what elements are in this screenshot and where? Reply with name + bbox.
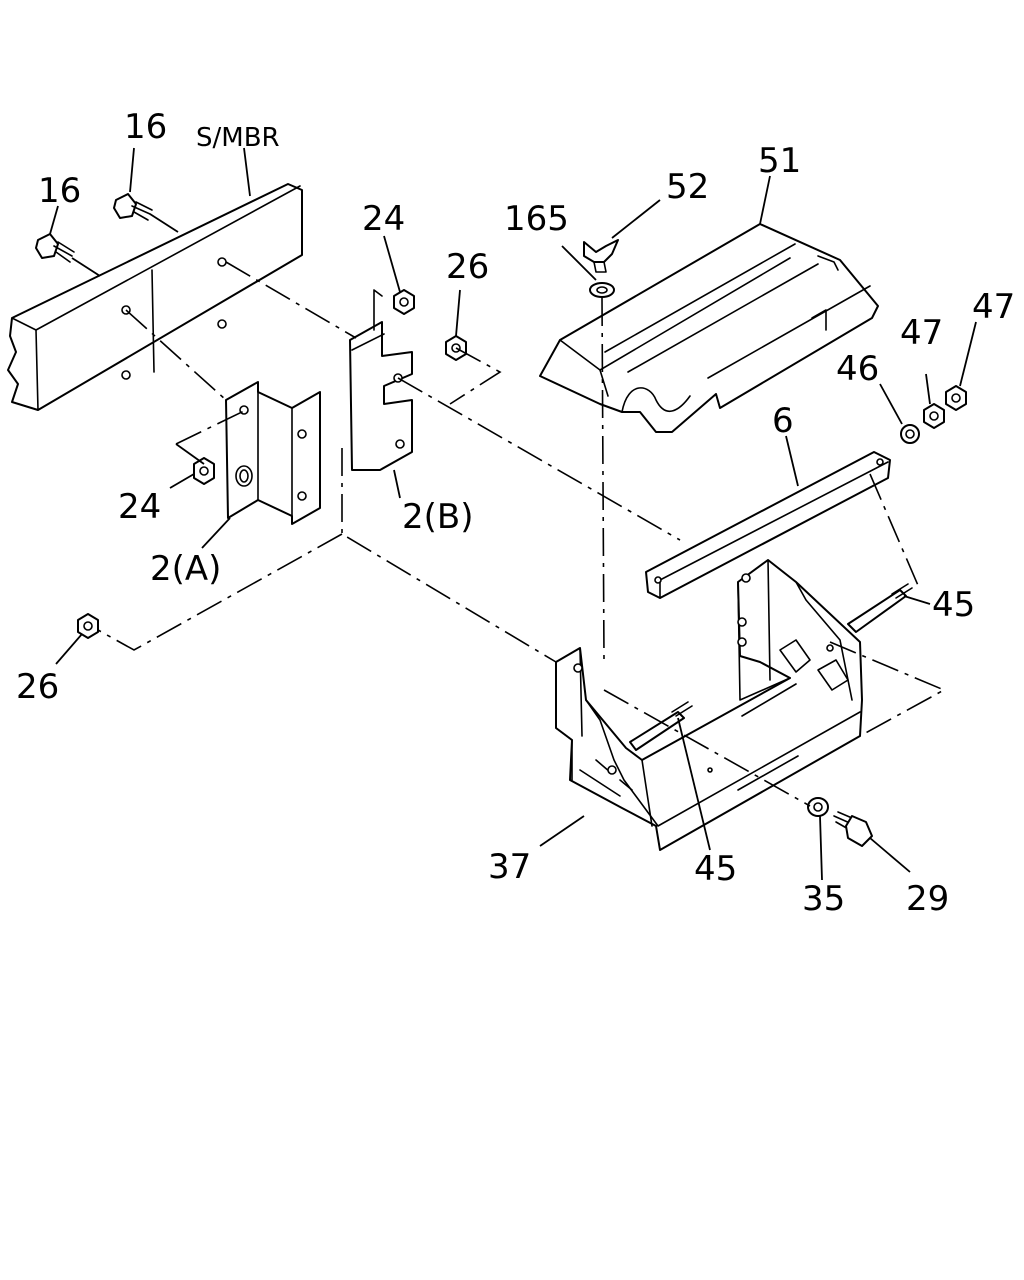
hook-bolt-45-right [847,583,913,633]
wing-nut-52 [583,239,619,273]
battery-cover-51 [539,223,879,433]
label-47-back: 47 [972,287,1015,327]
label-16-upper: 16 [124,107,167,147]
hold-down-bar-6 [645,451,891,599]
battery-tray-37 [555,559,863,851]
assembly-centerlines [97,261,946,807]
label-26-upper: 26 [446,247,489,287]
label-37: 37 [488,847,531,887]
label-47-front: 47 [900,313,943,353]
label-46: 46 [836,349,879,389]
nut-47-back [945,385,967,411]
bolt-16-lower [35,233,101,277]
leader-lines [49,147,977,881]
label-2b: 2(B) [402,497,474,537]
label-24-lower: 24 [118,487,161,527]
label-45-right: 45 [932,585,975,625]
bracket-2a [225,381,321,525]
bolt-16-upper [113,193,179,233]
bolt-29 [833,811,873,847]
label-51: 51 [758,141,801,181]
nut-24-upper [393,289,415,315]
nut-24-lower [193,457,215,485]
frame-label: S/MBR [196,123,280,153]
washer-35 [807,797,829,817]
label-52: 52 [666,167,709,207]
nut-26-lower [77,613,99,639]
label-16-lower: 16 [38,171,81,211]
label-45-left: 45 [694,849,737,889]
washer-165 [589,282,615,298]
label-165: 165 [504,199,569,239]
washer-46 [900,424,920,444]
label-24-upper: 24 [362,199,405,239]
label-2a: 2(A) [150,549,221,589]
label-26-lower: 26 [16,667,59,707]
label-6: 6 [772,401,794,441]
label-35: 35 [802,879,845,919]
label-29: 29 [906,879,949,919]
nut-47-front [923,403,945,429]
